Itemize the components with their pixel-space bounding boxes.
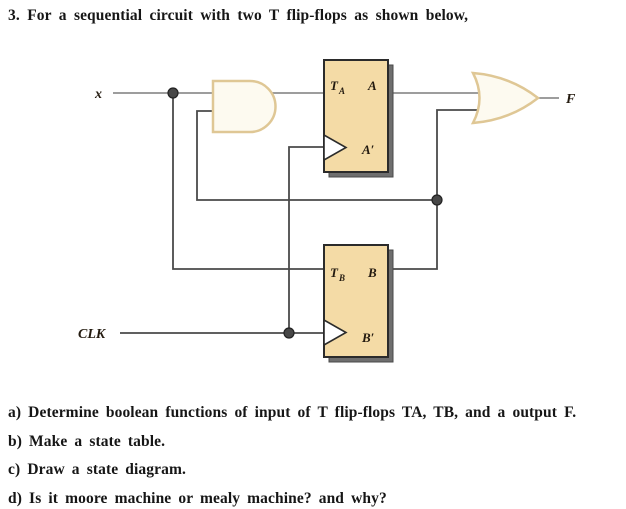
problem-title: 3. For a sequential circuit with two T f… <box>8 7 469 24</box>
input-x-label: x <box>94 87 102 102</box>
flipflop-b-t-label: T <box>330 265 339 280</box>
flipflop-a-clock-triangle <box>323 133 348 162</box>
question-a: a) Determine boolean functions of input … <box>8 404 577 421</box>
flipflop-b-t-subscript: B <box>338 273 345 283</box>
flipflop-a-q-label: A <box>367 78 377 93</box>
question-b: b) Make a state table. <box>8 432 166 450</box>
flipflop-b-clock-triangle <box>323 318 348 347</box>
junction-dot-x <box>167 87 179 99</box>
question-d: d) Is it moore machine or mealy machine?… <box>8 489 387 507</box>
junction-dot-b-feedback <box>431 194 443 206</box>
junction-dot-clk <box>283 327 295 339</box>
questions-list: a) Determine boolean functions of input … <box>8 399 622 509</box>
and-gate <box>211 79 277 134</box>
flipflop-a-qnot-label: A′ <box>361 142 375 157</box>
wire-b-to-and <box>196 110 437 201</box>
clk-label: CLK <box>78 327 107 342</box>
question-c: c) Draw a state diagram. <box>8 461 186 478</box>
flipflop-a-t-label: T <box>330 78 339 93</box>
flipflop-b-qnot-label: B′ <box>361 330 375 345</box>
wire-b-to-or <box>391 109 481 270</box>
output-f-label: F <box>565 92 576 107</box>
or-gate <box>470 71 541 125</box>
wire-x-to-tb <box>172 93 324 270</box>
flipflop-a-t-subscript: A <box>338 86 345 96</box>
wire-clk-to-a <box>288 146 324 333</box>
flipflop-b-q-label: B <box>367 265 377 280</box>
